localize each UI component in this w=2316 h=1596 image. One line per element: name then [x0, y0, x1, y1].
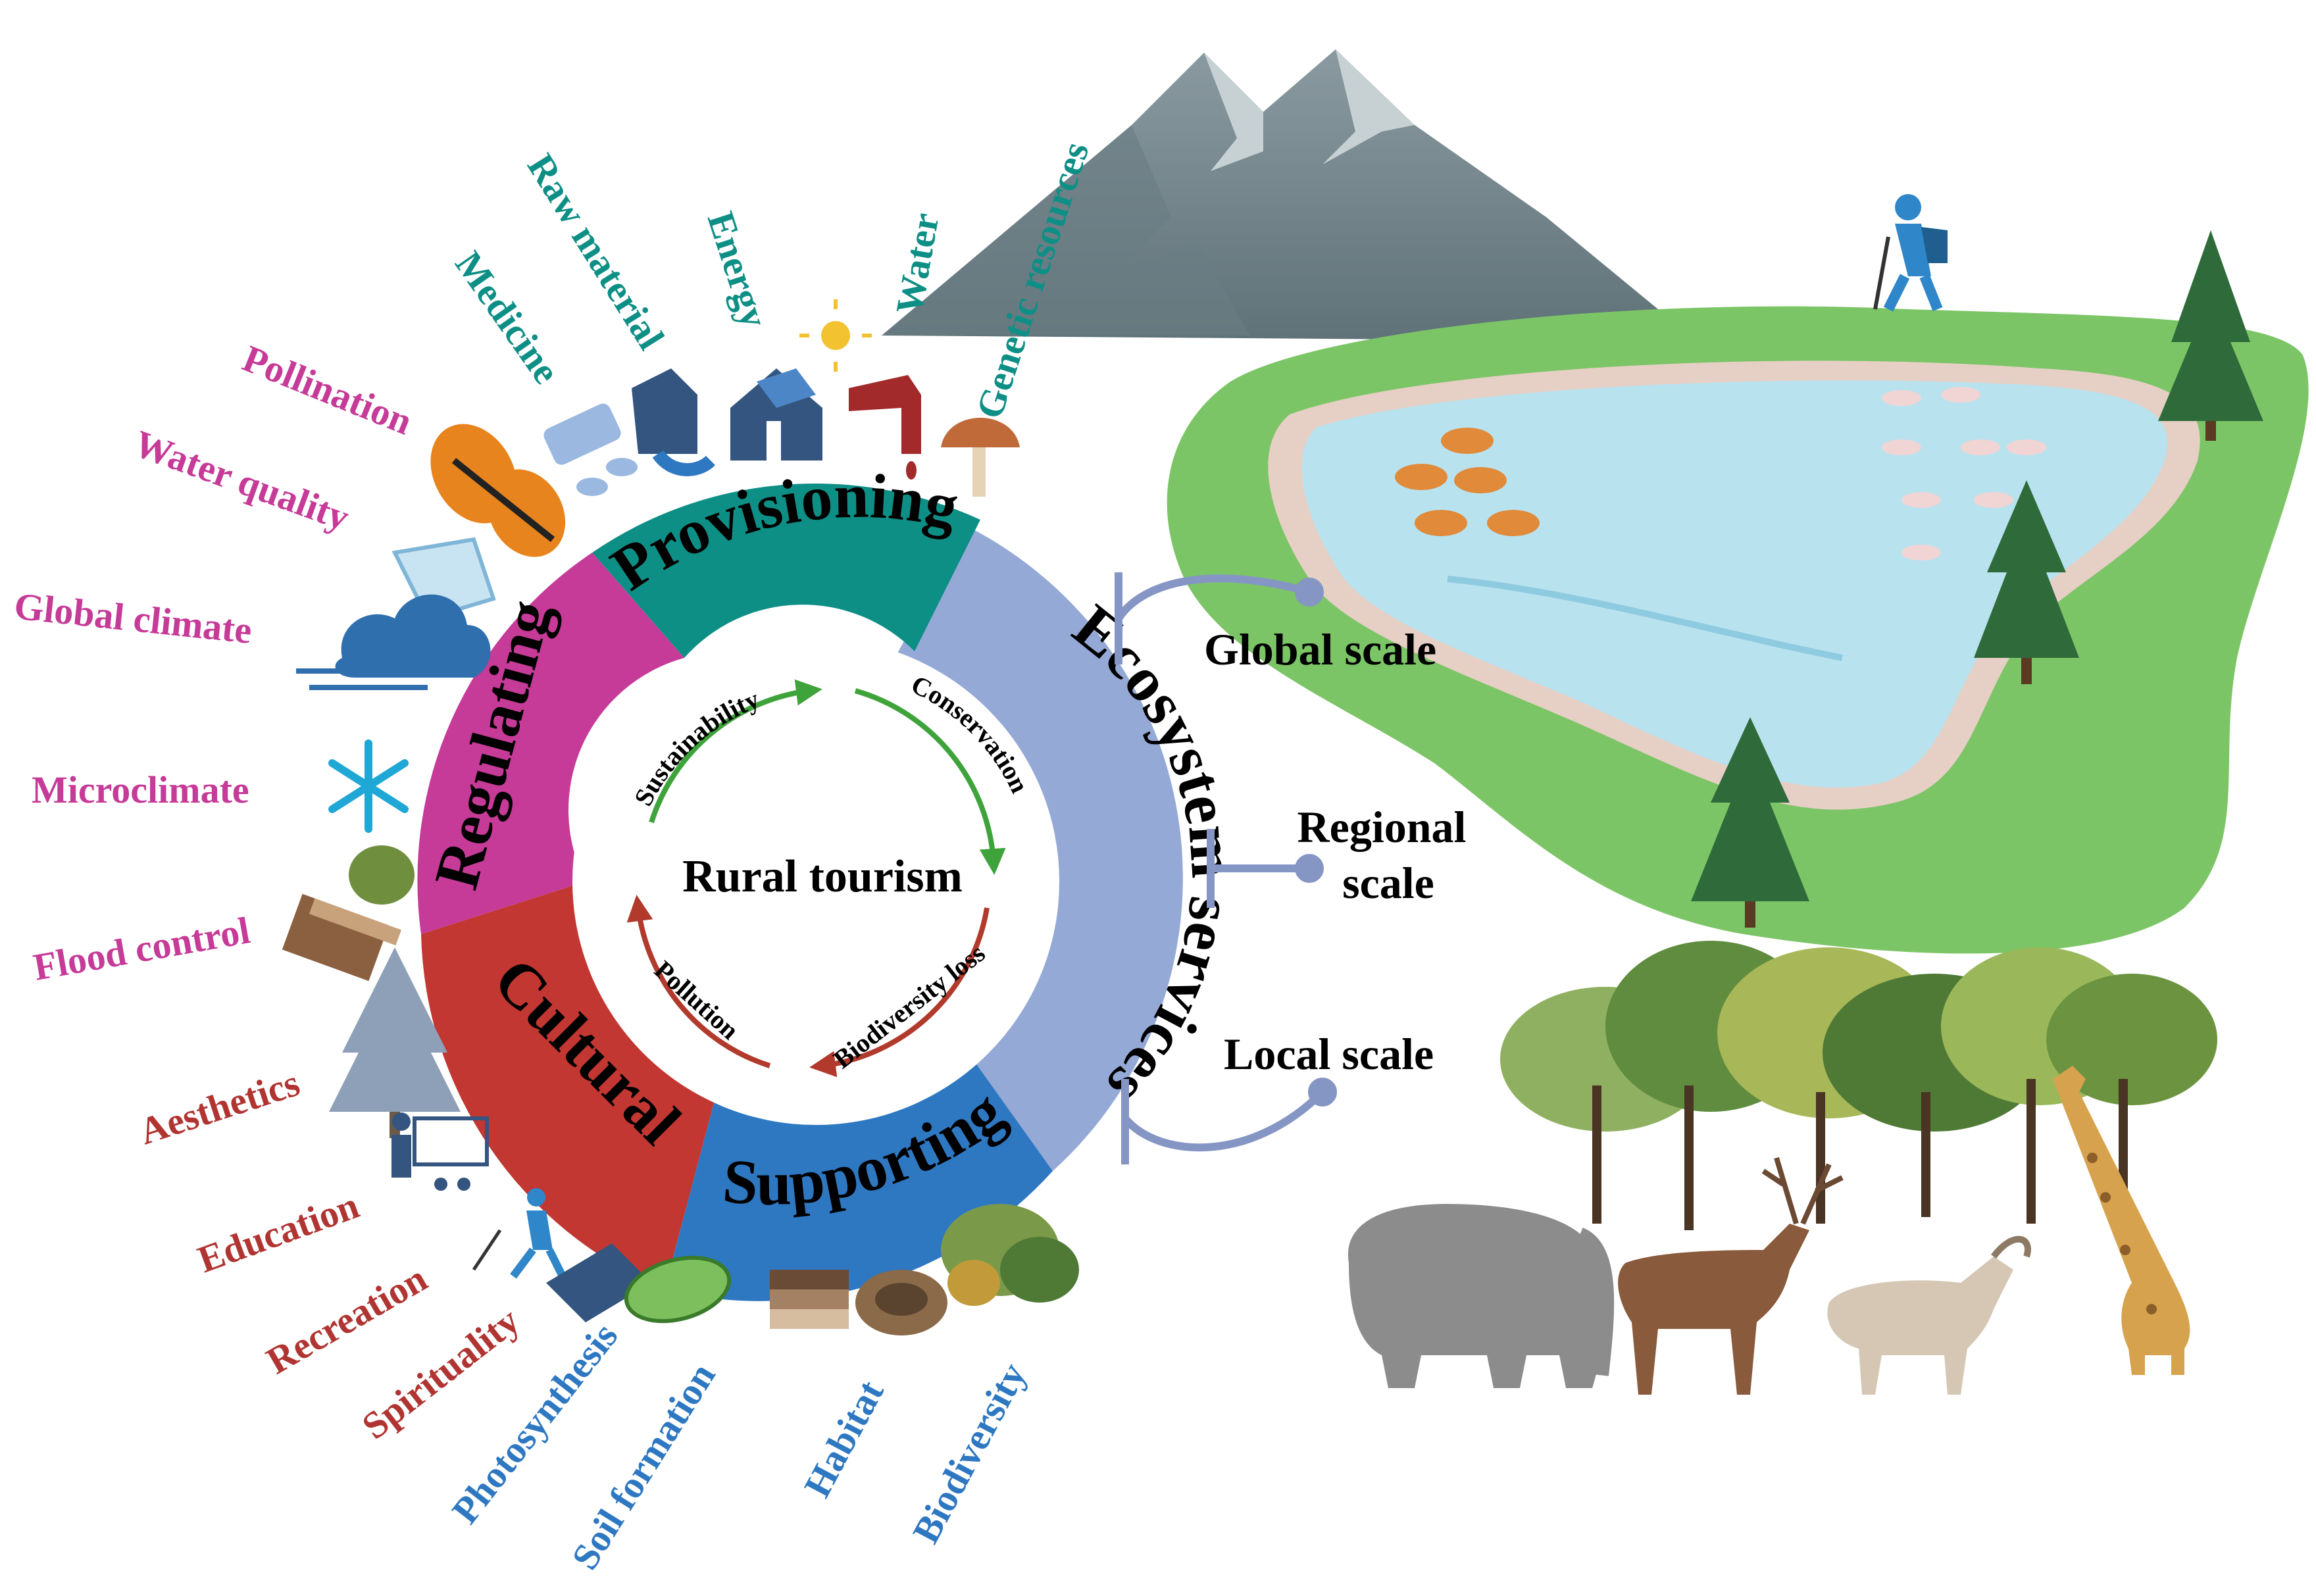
book-icon — [546, 1243, 651, 1322]
solar-house-icon — [730, 368, 822, 461]
service-pollination: Pollination — [237, 337, 418, 443]
service-habitat: Habitat — [795, 1373, 892, 1504]
factory-icon — [632, 368, 716, 476]
nest-icon — [855, 1270, 947, 1335]
service-education: Education — [192, 1184, 365, 1281]
fish-icon — [1395, 387, 2046, 561]
soil-tree-icon — [282, 845, 415, 982]
arrow-sustainability — [649, 679, 822, 824]
mountain-icon — [882, 49, 1776, 342]
service-medicine: Medicine — [447, 243, 568, 391]
arrow-pollution — [626, 895, 771, 1068]
service-microclimate: Microclimate — [32, 768, 249, 811]
tap-icon — [849, 375, 921, 480]
arrow-biodiversity-loss — [809, 907, 990, 1078]
service-aesthetics: Aesthetics — [134, 1061, 305, 1153]
sun-icon — [799, 299, 872, 372]
scale-label-regional-2: scale — [1342, 858, 1434, 908]
service-global-climate: Global climate — [13, 584, 254, 652]
hiker-icon — [1873, 194, 1948, 312]
service-water-quality: Water quality — [129, 422, 355, 539]
scale-label-regional-1: Regional — [1297, 802, 1467, 852]
segment-provisioning — [592, 484, 980, 658]
service-flood-control: Flood control — [30, 909, 253, 989]
segment-regulating — [417, 553, 684, 934]
soil-layers-icon — [770, 1270, 849, 1329]
cloud-wind-icon — [296, 594, 491, 690]
elephant-icon — [1347, 1204, 1615, 1388]
scale-label-local: Local scale — [1224, 1029, 1434, 1079]
deer-icon — [1618, 1157, 1844, 1395]
ecosystem-ring — [417, 484, 1183, 1301]
center-title: Rural tourism — [682, 851, 963, 902]
mushroom-icon — [941, 418, 1020, 497]
service-raw-material: Raw material — [519, 146, 673, 357]
teacher-icon — [391, 1112, 489, 1191]
chloroplast-icon — [624, 1255, 732, 1324]
service-energy: Energy — [699, 207, 777, 333]
arrow-conservation — [854, 688, 1006, 875]
service-recreation: Recreation — [259, 1257, 434, 1382]
pill-icon — [543, 403, 638, 496]
hiker-icon — [472, 1188, 566, 1279]
snowflake-icon — [328, 739, 409, 833]
plants-icon — [941, 1204, 1079, 1306]
lake-icon — [1167, 306, 2309, 954]
landscape — [882, 49, 2309, 1395]
cycle-arrows — [626, 679, 1006, 1078]
pine-tree-icon — [1691, 230, 2263, 928]
butterfly-icon — [430, 424, 566, 557]
service-biodiversity: Biodiversity — [904, 1356, 1034, 1550]
giraffe-icon — [2053, 1066, 2190, 1375]
scale-connectors — [1115, 572, 1337, 1164]
forest-icon — [1500, 941, 2217, 1230]
goat-icon — [1827, 1235, 2031, 1395]
scale-label-global: Global scale — [1204, 624, 1436, 674]
segment-cultural — [421, 882, 724, 1289]
